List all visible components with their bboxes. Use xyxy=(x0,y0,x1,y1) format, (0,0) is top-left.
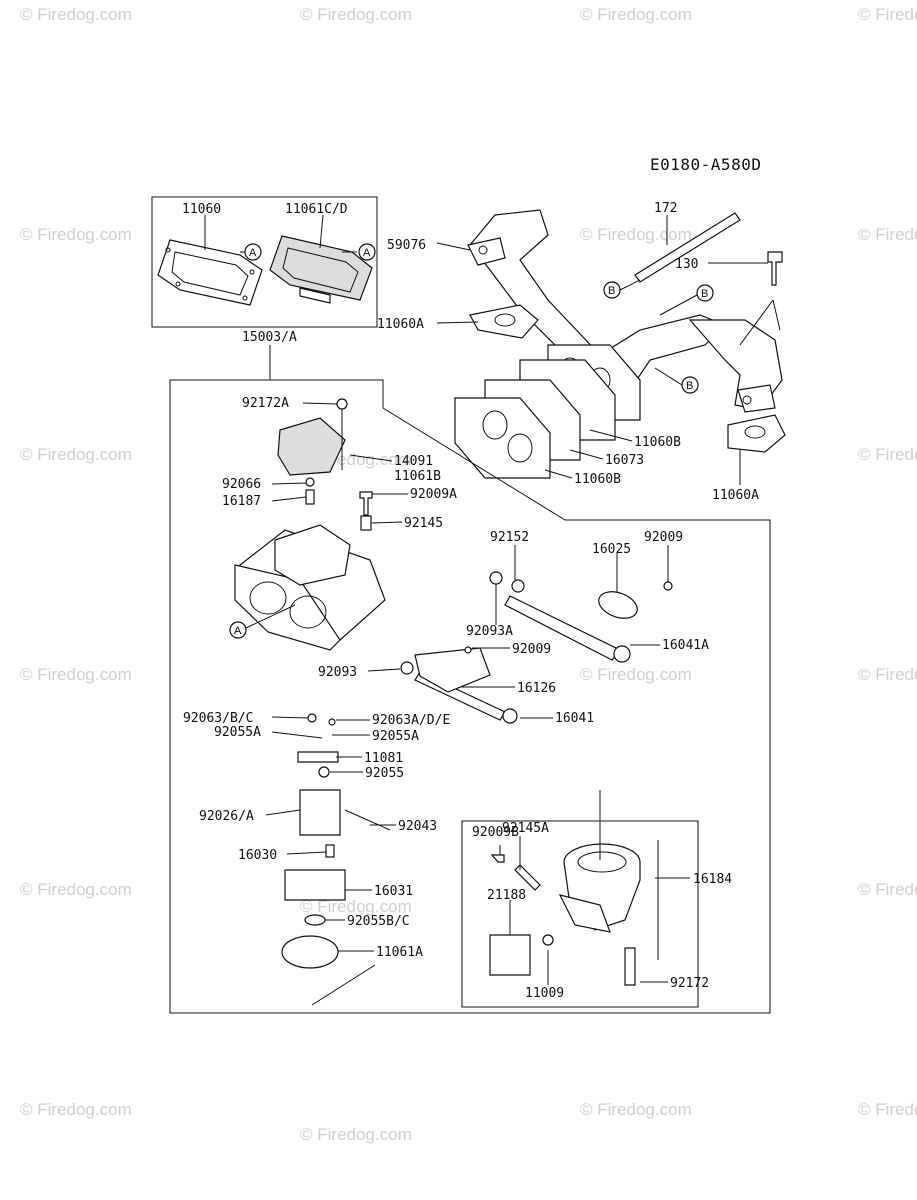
callout-label: B xyxy=(686,380,693,392)
gasket-11061cd-drawing xyxy=(269,235,373,304)
part-label: 92145 xyxy=(404,516,443,531)
part-label: 92055A xyxy=(214,725,261,740)
watermark: © Firedog.com xyxy=(580,665,692,684)
part-label: 11060 xyxy=(182,202,221,217)
watermark: © Firedog.com xyxy=(20,445,132,464)
small-parts-drawing xyxy=(281,398,673,1006)
part-label: 11061B xyxy=(394,469,441,484)
part-label: 11061A xyxy=(376,945,423,960)
part-label: 11081 xyxy=(364,751,403,766)
carburetor-frame xyxy=(169,379,771,1014)
diagram-code: E0180-A580D xyxy=(650,155,761,174)
part-label: 16126 xyxy=(517,681,556,696)
part-label: 16041A xyxy=(662,638,709,653)
part-label: 16041 xyxy=(555,711,594,726)
part-label: 16031 xyxy=(374,884,413,899)
part-label: 59076 xyxy=(387,238,426,253)
part-label: 92009 xyxy=(512,642,551,657)
part-label: 11060B xyxy=(634,435,681,450)
watermark: © Firedog.com xyxy=(20,665,132,684)
watermarks: © Firedog.com © Firedog.com © Firedog.co… xyxy=(20,5,917,1144)
watermark: © Firedog.com xyxy=(20,5,132,24)
part-label: 92055A xyxy=(372,729,419,744)
watermark: © Firedog.com xyxy=(858,665,917,684)
watermark: © Firedog.com xyxy=(20,225,132,244)
callout-label: A xyxy=(249,247,257,259)
part-label: 92066 xyxy=(222,477,261,492)
part-label: 92009 xyxy=(644,530,683,545)
part-label: 92093A xyxy=(466,624,513,639)
gasket-11060-drawing xyxy=(157,239,263,306)
part-label: 92152 xyxy=(490,530,529,545)
watermark: © Firedog.com xyxy=(300,897,412,916)
part-label: 14091 xyxy=(394,454,433,469)
watermark: © Firedog.com xyxy=(858,880,917,899)
watermark: © Firedog.com xyxy=(580,1100,692,1119)
part-label: 21188 xyxy=(487,888,526,903)
leader-lines xyxy=(265,215,768,985)
part-label: 172 xyxy=(654,201,677,216)
watermark: © Firedog.com xyxy=(580,5,692,24)
callout-a xyxy=(244,243,262,261)
part-label: 11061C/D xyxy=(285,202,348,217)
part-label: 92009B xyxy=(472,825,519,840)
part-label: 92172 xyxy=(670,976,709,991)
throttle-body-drawing xyxy=(489,790,641,986)
callout-label: B xyxy=(701,288,708,300)
part-label: 16187 xyxy=(222,494,261,509)
part-label: 16184 xyxy=(693,872,732,887)
part-label: 92063/B/C xyxy=(183,711,253,726)
callout-a xyxy=(229,621,247,639)
part-label: 11060B xyxy=(574,472,621,487)
watermark: © Firedog.com xyxy=(858,225,917,244)
part-label: 130 xyxy=(675,257,698,272)
part-label: 16025 xyxy=(592,542,631,557)
gasket-kit-group: A A xyxy=(151,196,378,328)
watermark: © Firedog.com xyxy=(300,1125,412,1144)
part-label: 11009 xyxy=(525,986,564,1001)
callout-label: A xyxy=(363,247,371,259)
watermark: © Firedog.com xyxy=(580,225,692,244)
callout-label: B xyxy=(608,285,615,297)
carburetor-body-drawing xyxy=(234,417,386,651)
watermark: © Firedog.com xyxy=(858,5,917,24)
part-label: 16073 xyxy=(605,453,644,468)
part-label: 92145A xyxy=(502,821,549,836)
part-label: 92063A/D/E xyxy=(372,713,450,728)
callout-label: A xyxy=(234,625,242,637)
part-label: 92009A xyxy=(410,487,457,502)
watermark: © Firedog.com xyxy=(20,1100,132,1119)
part-label: 16030 xyxy=(238,848,277,863)
part-label: 92055 xyxy=(365,766,404,781)
part-label: 92055B/C xyxy=(347,914,410,929)
part-label: 92026/A xyxy=(199,809,254,824)
part-label: 92093 xyxy=(318,665,357,680)
watermark: © Firedog.com xyxy=(300,5,412,24)
watermark: © Firedog.com xyxy=(858,1100,917,1119)
callout-b xyxy=(696,284,714,302)
part-label: 15003/A xyxy=(242,330,297,345)
gasket-kit-box xyxy=(151,196,378,328)
part-label: 11060A xyxy=(712,488,759,503)
part-label: 92043 xyxy=(398,819,437,834)
watermark: © Firedog.com xyxy=(858,445,917,464)
part-label: 11060A xyxy=(377,317,424,332)
part-label: 92172A xyxy=(242,396,289,411)
intake-manifold-drawing xyxy=(454,209,786,479)
watermark: © Firedog.com xyxy=(20,880,132,899)
throttle-body-box xyxy=(461,820,699,1008)
callout-a xyxy=(358,243,376,261)
part-labels: 11060 11061C/D 15003/A 59076 11060A 172 … xyxy=(182,201,759,1001)
